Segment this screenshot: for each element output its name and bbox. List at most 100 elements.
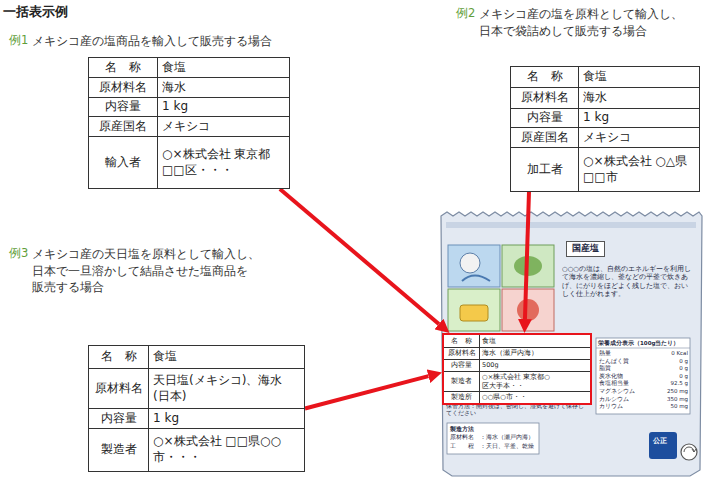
value-cell: 食塩 (149, 346, 304, 368)
value-cell: 海水（瀬戸内海） (480, 348, 590, 359)
value-cell: ○×株式会社 ○△県□□市 (579, 148, 699, 191)
picture-panel (448, 289, 500, 331)
table-row: 原材料名海水 (511, 87, 699, 108)
value-cell: ○×株式会社 東京都○区大手本・・ (480, 372, 590, 391)
method-frame (447, 423, 539, 454)
salt-package: 国産塩 ○○○の塩は、自然のエネルギーを利用して海水を濃縮し、釜などの平釜で炊きあ… (440, 215, 702, 477)
red-arrow (525, 192, 529, 319)
label-table: 例1メキシコ産の塩商品を輸入して販売する場合名 称食塩原材料名海水内容量1 kg… (88, 57, 290, 189)
value-cell: メキシコ (158, 117, 289, 136)
package-text: マグネシウム (599, 388, 649, 395)
example-number: 例1 (9, 33, 28, 50)
table-row: 加工者○×株式会社 ○△県□□市 (511, 147, 699, 191)
table-row: 輸入者○×株式会社 東京都□□区・・・ (89, 136, 289, 188)
package-band (446, 222, 696, 228)
value-cell: 1 kg (149, 409, 304, 428)
example-caption-text: メキシコ産の塩商品を輸入して販売する場合 (32, 33, 272, 50)
package-text: 350 mg (648, 396, 688, 403)
tomato-icon (517, 299, 539, 321)
value-cell: 海水 (158, 78, 289, 97)
picture-panel (502, 289, 554, 331)
label-cell: 名 称 (511, 67, 579, 87)
table-row: 内容量1 kg (89, 97, 289, 116)
package-text: ○○○の塩は、自然のエネルギーを利用して海水を濃縮し、釜などの平釜で炊きあげ、に… (562, 265, 694, 299)
label-cell: 原材料名 (444, 348, 480, 359)
value-cell: 海水 (579, 88, 699, 108)
package-text: 熱量 (599, 350, 649, 357)
package-outline (441, 212, 702, 476)
label-cell: 製造者 (89, 429, 149, 471)
label-cell: 内容量 (89, 98, 158, 116)
label-cell: 輸入者 (89, 137, 158, 188)
package-text: 国産塩 (566, 241, 605, 257)
label-cell: 内容量 (511, 109, 579, 127)
label-table: 例2メキシコ産の塩を原料として輸入し、 日本で袋詰めして販売する場合名 称食塩原… (510, 66, 700, 192)
value-cell: 食塩 (579, 67, 699, 87)
label-cell: 原産国名 (511, 128, 579, 147)
value-cell: 500g (480, 360, 590, 371)
package-text: 公正 (653, 437, 667, 446)
value-cell: ○×株式会社 東京都□□区・・・ (158, 137, 289, 188)
package-text: 0 Kcal (648, 350, 688, 357)
package-text: 92.5 g (648, 380, 688, 387)
table-row: 内容量1 kg (89, 408, 304, 428)
fair-mark (649, 432, 677, 459)
value-cell: 1 kg (158, 98, 289, 116)
red-arrow (280, 189, 439, 324)
label-cell: 原産国名 (89, 117, 158, 136)
picture-panel (448, 245, 500, 287)
example-caption: 例1メキシコ産の塩商品を輸入して販売する場合 (9, 33, 271, 50)
package-text: カリウム (599, 403, 649, 410)
label-cell: 原材料名 (89, 369, 149, 408)
label-cell: 内容量 (444, 360, 480, 371)
nutrition-frame (596, 338, 690, 414)
table-row: 製造所○○県○市・・ (444, 391, 590, 403)
label-cell: 製造者 (444, 372, 480, 391)
package-text: 食塩相当量 (599, 380, 649, 387)
package-text: 保管方法：開封後は、密閉し、湿気を避けて保存してください (446, 403, 588, 417)
package-text: カルシウム (599, 396, 649, 403)
package-text: 炭水化物 (599, 373, 649, 380)
label-cell: 製造所 (444, 392, 480, 403)
value-cell: 1 kg (579, 109, 699, 127)
value-cell: 食塩 (158, 58, 289, 77)
value-cell: ○○県○市・・ (480, 392, 590, 403)
value-cell: 天日塩(メキシコ)、海水 (日本) (149, 369, 304, 408)
package-text: 原材料名 ：海水（瀬戸内海） (450, 434, 534, 441)
example-number: 例2 (456, 6, 475, 39)
table-row: 名 称食塩 (89, 346, 304, 368)
label-cell: 加工者 (511, 148, 579, 191)
label-cell: 原材料名 (89, 78, 158, 97)
red-arrow (305, 376, 428, 408)
wave-icon (462, 276, 490, 282)
table-row: 名 称食塩 (89, 58, 289, 77)
package-text: 0 g (648, 358, 688, 365)
value-cell: 食塩 (480, 335, 590, 347)
table-row: 名 称食塩 (444, 335, 590, 347)
example-caption: 例3メキシコ産の天日塩を原料として輸入し、 日本で一旦溶かして結晶させた塩商品を… (9, 246, 271, 296)
package-text: 工 程 ：天日、平釜、乾燥 (450, 443, 534, 450)
package-text: 脂質 (599, 365, 649, 372)
example-caption: 例2メキシコ産の塩を原料として輸入し、 日本で袋詰めして販売する場合 (456, 6, 707, 39)
example-caption-text: メキシコ産の天日塩を原料として輸入し、 日本で一旦溶かして結晶させた塩商品を 販… (32, 246, 258, 296)
example-number: 例3 (9, 246, 28, 296)
table-row: 内容量500g (444, 359, 590, 371)
value-cell: ○×株式会社 □□県○○市・・・ (149, 429, 304, 471)
table-row: 原産国名メキシコ (89, 116, 289, 136)
table-row: 内容量1 kg (511, 108, 699, 127)
salt-icon (460, 305, 488, 321)
example-caption-text: メキシコ産の塩を原料として輸入し、 日本で袋詰めして販売する場合 (479, 6, 705, 39)
table-row: 原材料名海水（瀬戸内海） (444, 347, 590, 359)
value-cell: メキシコ (579, 128, 699, 147)
label-cell: 原材料名 (511, 88, 579, 108)
table-row: 原材料名天日塩(メキシコ)、海水 (日本) (89, 368, 304, 408)
package-text: 250 mg (648, 388, 688, 395)
recycle-mark (681, 444, 697, 460)
table-row: 製造者○×株式会社 東京都○区大手本・・ (444, 371, 590, 391)
recycle-arrow (684, 447, 696, 452)
label-cell: 内容量 (89, 409, 149, 428)
table-row: 原材料名海水 (89, 77, 289, 97)
table-row: 原産国名メキシコ (511, 127, 699, 147)
label-table: 例3メキシコ産の天日塩を原料として輸入し、 日本で一旦溶かして結晶させた塩商品を… (88, 345, 305, 472)
